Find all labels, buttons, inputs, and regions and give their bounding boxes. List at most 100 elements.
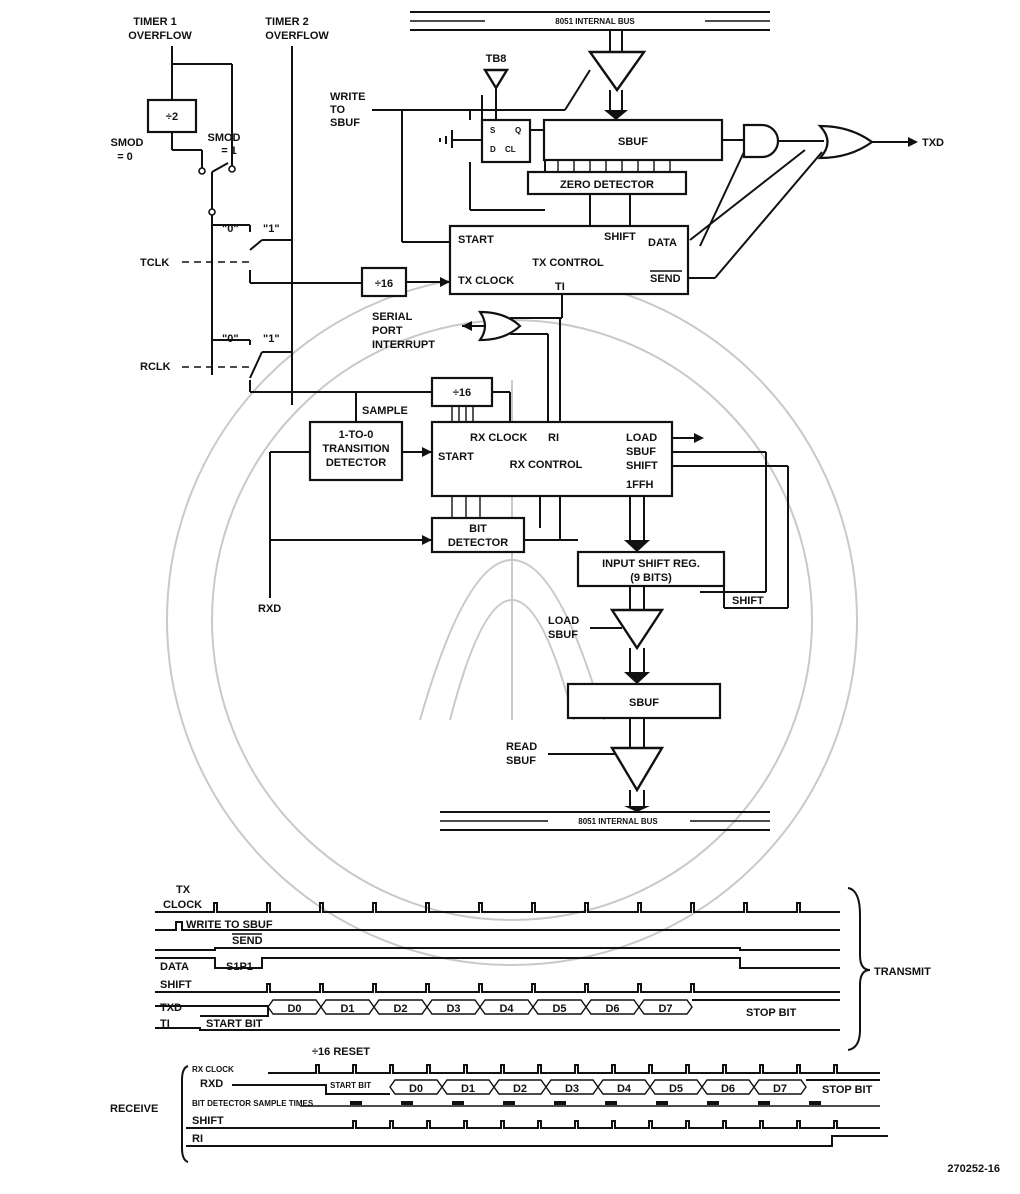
ri-waveform [186,1136,888,1146]
smod-switch-contact-0 [199,168,205,174]
timer2-label-line1: TIMER 2 [265,16,308,28]
receive-group-label: RECEIVE [110,1103,158,1115]
timer1-label-line1: TIMER 1 [133,16,176,28]
write-sbuf-label-line3: SBUF [330,117,360,129]
tx-control-send-label: SEND [650,273,681,285]
timing-rx-stop-bit-label: STOP BIT [822,1084,873,1096]
rx-control-sbuf-label: SBUF [626,446,656,458]
sample-mark-5 [605,1101,617,1105]
bit-detector-line2: DETECTOR [448,537,508,549]
ground-symbol [440,130,482,148]
tclk-label: TCLK [140,257,169,269]
bit-detector-line1: BIT [469,523,487,535]
rx-control-start-label: START [438,451,474,463]
txd-bit-label-6: D6 [605,1003,619,1015]
write-sbuf-label-line1: WRITE [330,91,365,103]
timing-txd-label: TXD [160,1002,182,1014]
tx-clock-pulse-line [155,903,840,912]
smod-switch-contact-1 [229,166,235,172]
txd-bit-label-1: D1 [340,1003,354,1015]
timing-reset-label: ÷16 RESET [312,1046,370,1058]
read-sbuf-bus [624,790,650,812]
txd-output-label: TXD [922,137,944,149]
transition-detector-line3: DETECTOR [326,457,386,469]
transmit-group-label: TRANSMIT [874,966,931,978]
timing-tx-stop-bit-label: STOP BIT [746,1007,797,1019]
isr-shift-label: SHIFT [732,595,764,607]
send-waveform [155,948,840,950]
timer2-label-line2: OVERFLOW [265,30,329,42]
txd-bit-label-3: D3 [446,1003,460,1015]
rx-control-load-label: LOAD [626,432,657,444]
tx-shift-waveform [155,984,840,992]
rxd-bit-label-4: D4 [617,1083,632,1095]
ff-q-label: Q [515,126,521,135]
rx-shift-pulse-line [186,1121,880,1128]
isr-input-arrow [624,540,650,552]
rclk-label: RCLK [140,361,171,373]
transmit-brace [848,888,870,1050]
input-shift-register-line2: (9 BITS) [630,572,672,584]
rxd-bit-label-6: D6 [721,1083,735,1095]
tx-sbuf-label: SBUF [618,136,648,148]
load-sbuf-bus [624,648,650,684]
rx-clock-waveform [268,1065,880,1073]
smod0-label-line1: SMOD [111,137,144,149]
receive-brace [182,1066,188,1162]
sample-mark-6 [656,1101,668,1105]
tx-clock-waveform [155,903,840,912]
top-bus-label: 8051 INTERNAL BUS [555,17,635,26]
rx-control-clock-label: RX CLOCK [470,432,528,444]
watermark-seal [167,275,857,965]
rx-control-label: RX CONTROL [510,459,583,471]
tx-control-ti-label: TI [555,281,565,293]
rxd-bit-label-0: D0 [409,1083,423,1095]
tx-control-start-label: START [458,234,494,246]
smod0-label-line2: = 0 [117,151,133,163]
rx-control-1ffh-label: 1FFH [626,479,654,491]
tx-divide-by-16-label: ÷16 [375,278,393,290]
transition-detector-line1: 1-TO-0 [339,429,374,441]
tx-control-label: TX CONTROL [532,257,604,269]
tx-control-clock-label: TX CLOCK [458,275,514,287]
rx-control-shift-label: SHIFT [626,460,658,472]
txd-bit-label-4: D4 [499,1003,514,1015]
input-shift-register-line1: INPUT SHIFT REG. [602,558,700,570]
rx-control-ri-label: RI [548,432,559,444]
timing-rx-shift-label: SHIFT [192,1115,224,1127]
tclk-switch-1-label: "1" [263,223,280,235]
load-sbuf-label-line2: SBUF [548,629,578,641]
sample-mark-8 [758,1101,770,1105]
rxd-input-label: RXD [258,603,281,615]
rclk-switch-0-label: "0" [222,333,239,345]
read-sbuf-buffer [612,748,662,790]
bit-detector-sample-times [300,1101,880,1106]
txd-bit-label-5: D5 [552,1003,566,1015]
sample-mark-4 [554,1101,566,1105]
rxd-bit-label-5: D5 [669,1083,683,1095]
serial-interrupt-label-line1: SERIAL [372,311,413,323]
isr-wires [630,586,724,610]
timing-tx-clock-line1: TX [176,884,191,896]
serial-interrupt-label-line2: PORT [372,325,403,337]
txd-bit-label-0: D0 [287,1003,301,1015]
timing-rx-start-bit-label: START BIT [330,1081,371,1090]
sample-mark-1 [401,1101,413,1105]
txd-bit-label-2: D2 [393,1003,407,1015]
sample-mark-0 [350,1101,362,1105]
sample-mark-3 [503,1101,515,1105]
timing-tx-start-bit-label: START BIT [206,1018,263,1030]
rx-clock-pulse-line [268,1065,880,1073]
bottom-internal-bus: 8051 INTERNAL BUS [440,812,770,830]
timer-wires [172,46,432,405]
sample-mark-7 [707,1101,719,1105]
serial-interrupt-label-line3: INTERRUPT [372,339,435,351]
sbuf-write-bus [604,90,628,120]
smod1-label-line2: = 1 [221,145,237,157]
sample-mark-9 [809,1101,821,1105]
figure-id-label: 270252-16 [947,1163,1000,1175]
data-waveform [155,958,840,968]
sbuf-write-buffer [590,52,644,90]
timer1-label-line2: OVERFLOW [128,30,192,42]
or-gate-txd [820,126,872,158]
